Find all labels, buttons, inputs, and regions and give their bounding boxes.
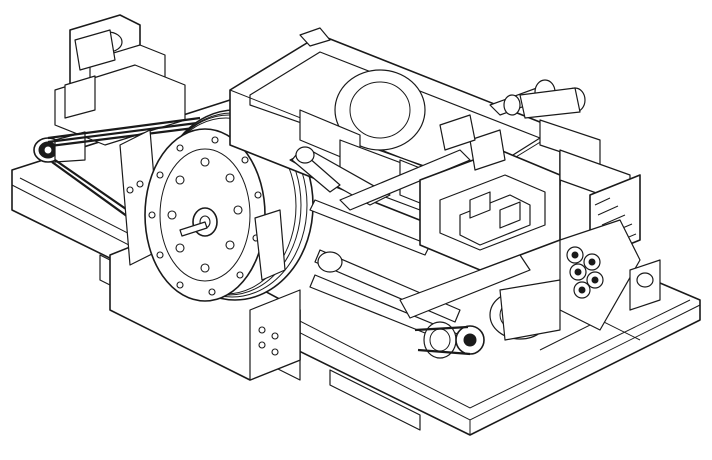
die-block bbox=[419, 114, 561, 271]
motor bbox=[54, 14, 186, 146]
front-drive bbox=[399, 254, 561, 359]
right-bracket bbox=[559, 174, 661, 331]
